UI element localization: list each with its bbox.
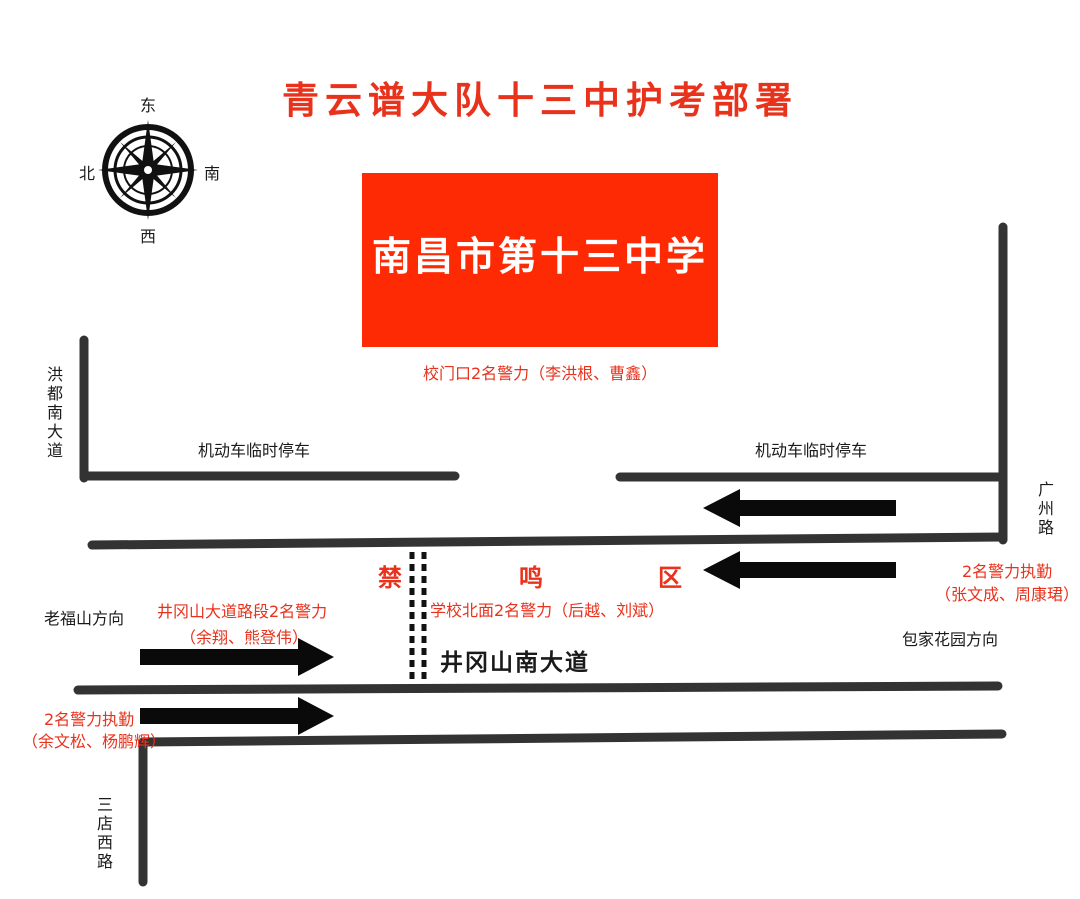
road-north-edge	[87, 532, 1008, 550]
crosswalk	[409, 552, 427, 684]
compass-west-label: 西	[140, 227, 157, 246]
zone-char-2: 鸣	[519, 564, 543, 592]
jgs-section-police-label: 井冈山大道路段2名警力	[157, 602, 328, 621]
parking-label-right: 机动车临时停车	[755, 441, 868, 460]
zone-char-3: 区	[658, 564, 682, 592]
road-lower-edge	[138, 729, 1007, 747]
jgs-section-police-names: （余翔、熊登伟）	[180, 628, 309, 647]
arrow-right-icon	[140, 697, 334, 735]
left-police-label: 2名警力执勤	[44, 710, 135, 729]
compass-east-label: 东	[140, 96, 157, 115]
school-building	[362, 173, 718, 347]
main-road-label: 井冈山南大道	[440, 650, 590, 676]
direction-baojia: 包家花园方向	[902, 630, 999, 649]
arrow-left-icon	[703, 489, 896, 527]
map-title: 青云谱大队十三中护考部署	[282, 79, 798, 122]
direction-laofushan: 老福山方向	[44, 609, 125, 628]
right-police-label: 2名警力执勤	[962, 562, 1053, 581]
gate-police-label: 校门口2名警力（李洪根、曹鑫）	[423, 364, 658, 383]
school-name: 南昌市第十三中学	[371, 235, 708, 280]
road-guangzhou-label: 广州路	[1037, 480, 1054, 537]
parking-label-left: 机动车临时停车	[198, 441, 311, 460]
north-side-police-label: 学校北面2名警力（后越、刘斌）	[430, 601, 665, 620]
left-police-names: （余文松、杨鹏辉）	[22, 732, 167, 751]
arrow-right-icon	[140, 638, 334, 676]
road-south-edge	[73, 681, 1003, 695]
road-hongdu-label: 洪都南大道	[46, 365, 63, 460]
compass-south-label: 南	[204, 164, 221, 183]
compass-rose-icon	[98, 120, 198, 220]
road-sandian-label: 三店西路	[96, 795, 113, 871]
compass-north-label: 北	[79, 164, 96, 183]
zone-char-1: 禁	[378, 564, 402, 592]
right-police-names: （张文成、周康珺）	[935, 585, 1080, 604]
arrow-left-icon	[703, 551, 896, 589]
